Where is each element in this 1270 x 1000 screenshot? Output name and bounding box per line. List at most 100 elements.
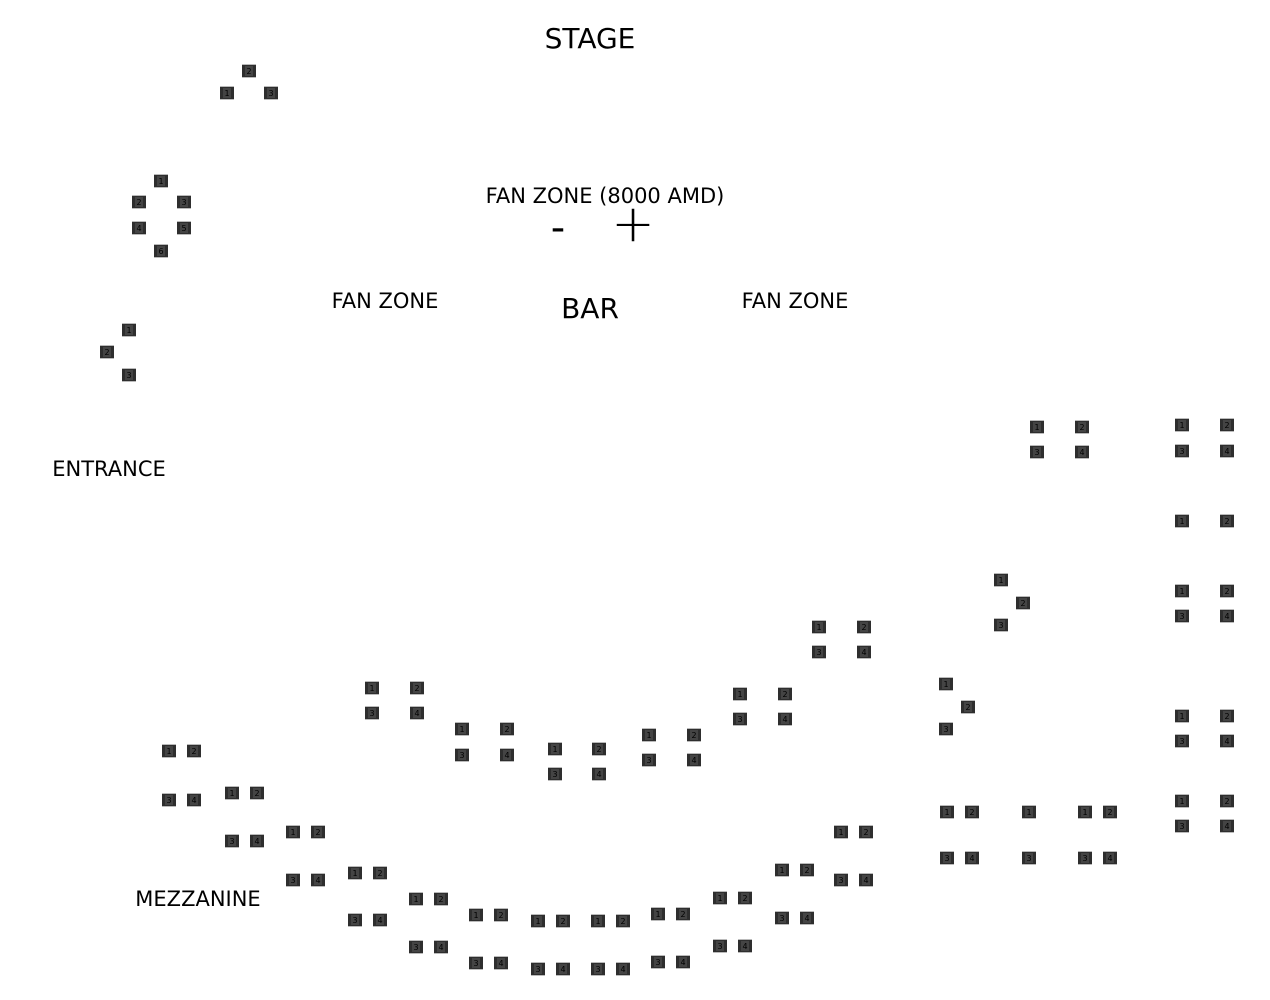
seat-table-p-2[interactable]: 2 [1220, 709, 1234, 723]
seat-table-b-6[interactable]: 6 [154, 244, 168, 258]
seat-table-k-1[interactable]: 1 [939, 677, 953, 691]
seat-table-p-3[interactable]: 3 [1175, 734, 1189, 748]
seat-mezz-5-2[interactable]: 2 [434, 892, 448, 906]
seat-table-g-1[interactable]: 1 [642, 728, 656, 742]
seat-mezz-9-4[interactable]: 4 [676, 955, 690, 969]
seat-table-a-3[interactable]: 3 [264, 86, 278, 100]
seat-table-g-4[interactable]: 4 [687, 753, 701, 767]
seat-table-l-4[interactable]: 4 [1075, 445, 1089, 459]
fan-zone-decrease-button[interactable]: - [550, 205, 566, 251]
seat-table-q-4[interactable]: 4 [1220, 819, 1234, 833]
seat-mezz-10-2[interactable]: 2 [738, 891, 752, 905]
seat-table-l-2[interactable]: 2 [1075, 420, 1089, 434]
seat-table-k-3[interactable]: 3 [939, 722, 953, 736]
seat-table-r-1[interactable]: 1 [940, 805, 954, 819]
seat-mezz-5-1[interactable]: 1 [409, 892, 423, 906]
seat-table-i-3[interactable]: 3 [812, 645, 826, 659]
seat-table-m-4[interactable]: 4 [1220, 444, 1234, 458]
seat-table-a-2[interactable]: 1 [220, 86, 234, 100]
seat-mezz-4-1[interactable]: 1 [348, 866, 362, 880]
seat-mezz-1-1[interactable]: 1 [162, 744, 176, 758]
seat-mezz-10-3[interactable]: 3 [713, 939, 727, 953]
seat-table-b-4[interactable]: 4 [132, 221, 146, 235]
seat-mezz-11-4[interactable]: 4 [800, 911, 814, 925]
seat-mezz-2-2[interactable]: 2 [250, 786, 264, 800]
seat-table-j-3[interactable]: 3 [994, 618, 1008, 632]
seat-table-c-1[interactable]: 1 [122, 323, 136, 337]
seat-mezz-11-2[interactable]: 2 [800, 863, 814, 877]
seat-table-e-4[interactable]: 4 [500, 748, 514, 762]
seat-mezz-11-1[interactable]: 1 [775, 863, 789, 877]
seat-table-g-3[interactable]: 3 [642, 753, 656, 767]
seat-table-n-1[interactable]: 1 [1175, 514, 1189, 528]
seat-table-e-1[interactable]: 1 [455, 722, 469, 736]
seat-table-b-2[interactable]: 2 [132, 195, 146, 209]
seat-table-d-3[interactable]: 3 [365, 706, 379, 720]
seat-table-h-2[interactable]: 2 [778, 687, 792, 701]
seat-table-m-3[interactable]: 3 [1175, 444, 1189, 458]
seat-mezz-12-3[interactable]: 3 [834, 873, 848, 887]
seat-mezz-2-1[interactable]: 1 [225, 786, 239, 800]
seat-table-q-2[interactable]: 2 [1220, 794, 1234, 808]
seat-mezz-3-2[interactable]: 2 [311, 825, 325, 839]
seat-table-i-2[interactable]: 2 [857, 620, 871, 634]
seat-table-r-2[interactable]: 2 [965, 805, 979, 819]
seat-mezz-3-3[interactable]: 3 [286, 873, 300, 887]
seat-table-n-2[interactable]: 2 [1220, 514, 1234, 528]
seat-table-i-4[interactable]: 4 [857, 645, 871, 659]
seat-table-b-3[interactable]: 3 [177, 195, 191, 209]
seat-table-q-3[interactable]: 3 [1175, 819, 1189, 833]
seat-mezz-7-3[interactable]: 3 [531, 962, 545, 976]
seat-mezz-3-4[interactable]: 4 [311, 873, 325, 887]
seat-table-q-1[interactable]: 1 [1175, 794, 1189, 808]
seat-table-f-4[interactable]: 4 [592, 767, 606, 781]
seat-table-c-3[interactable]: 3 [122, 368, 136, 382]
seat-mezz-7-1[interactable]: 1 [531, 914, 545, 928]
seat-table-d-1[interactable]: 1 [365, 681, 379, 695]
seat-table-o-2[interactable]: 2 [1220, 584, 1234, 598]
seat-table-s-2[interactable]: 4 [965, 851, 979, 865]
seat-mezz-9-2[interactable]: 2 [676, 907, 690, 921]
seat-mezz-2-3[interactable]: 3 [225, 834, 239, 848]
seat-mezz-10-4[interactable]: 4 [738, 939, 752, 953]
seat-mezz-5-3[interactable]: 3 [409, 940, 423, 954]
seat-table-r-5[interactable]: 2 [1103, 805, 1117, 819]
seat-table-l-3[interactable]: 3 [1030, 445, 1044, 459]
seat-mezz-6-3[interactable]: 3 [469, 956, 483, 970]
seat-mezz-1-4[interactable]: 4 [187, 793, 201, 807]
seat-mezz-1-3[interactable]: 3 [162, 793, 176, 807]
seat-table-l-1[interactable]: 1 [1030, 420, 1044, 434]
seat-table-d-4[interactable]: 4 [410, 706, 424, 720]
seat-table-s-3[interactable]: 3 [1022, 851, 1036, 865]
seat-table-p-1[interactable]: 1 [1175, 709, 1189, 723]
seat-mezz-8-1[interactable]: 1 [591, 914, 605, 928]
seat-mezz-7-2[interactable]: 2 [556, 914, 570, 928]
seat-mezz-1-2[interactable]: 2 [187, 744, 201, 758]
seat-table-f-1[interactable]: 1 [548, 742, 562, 756]
seat-table-f-3[interactable]: 3 [548, 767, 562, 781]
seat-mezz-10-1[interactable]: 1 [713, 891, 727, 905]
seat-mezz-9-1[interactable]: 1 [651, 907, 665, 921]
seat-mezz-6-1[interactable]: 1 [469, 908, 483, 922]
seat-table-j-1[interactable]: 1 [994, 573, 1008, 587]
seat-mezz-12-2[interactable]: 2 [859, 825, 873, 839]
seat-table-o-3[interactable]: 3 [1175, 609, 1189, 623]
seat-table-d-2[interactable]: 2 [410, 681, 424, 695]
seat-mezz-2-4[interactable]: 4 [250, 834, 264, 848]
seat-mezz-12-1[interactable]: 1 [834, 825, 848, 839]
seat-table-g-2[interactable]: 2 [687, 728, 701, 742]
seat-table-s-5[interactable]: 4 [1103, 851, 1117, 865]
seat-table-p-4[interactable]: 4 [1220, 734, 1234, 748]
seat-table-s-1[interactable]: 3 [940, 851, 954, 865]
seat-table-k-2[interactable]: 2 [961, 700, 975, 714]
seat-table-e-2[interactable]: 2 [500, 722, 514, 736]
seat-table-c-2[interactable]: 2 [100, 345, 114, 359]
seat-table-e-3[interactable]: 3 [455, 748, 469, 762]
seat-table-b-5[interactable]: 5 [177, 221, 191, 235]
seat-table-h-4[interactable]: 4 [778, 712, 792, 726]
seat-mezz-6-4[interactable]: 4 [494, 956, 508, 970]
seat-table-j-2[interactable]: 2 [1016, 596, 1030, 610]
seat-mezz-4-2[interactable]: 2 [373, 866, 387, 880]
seat-table-h-3[interactable]: 3 [733, 712, 747, 726]
seat-mezz-4-3[interactable]: 3 [348, 913, 362, 927]
